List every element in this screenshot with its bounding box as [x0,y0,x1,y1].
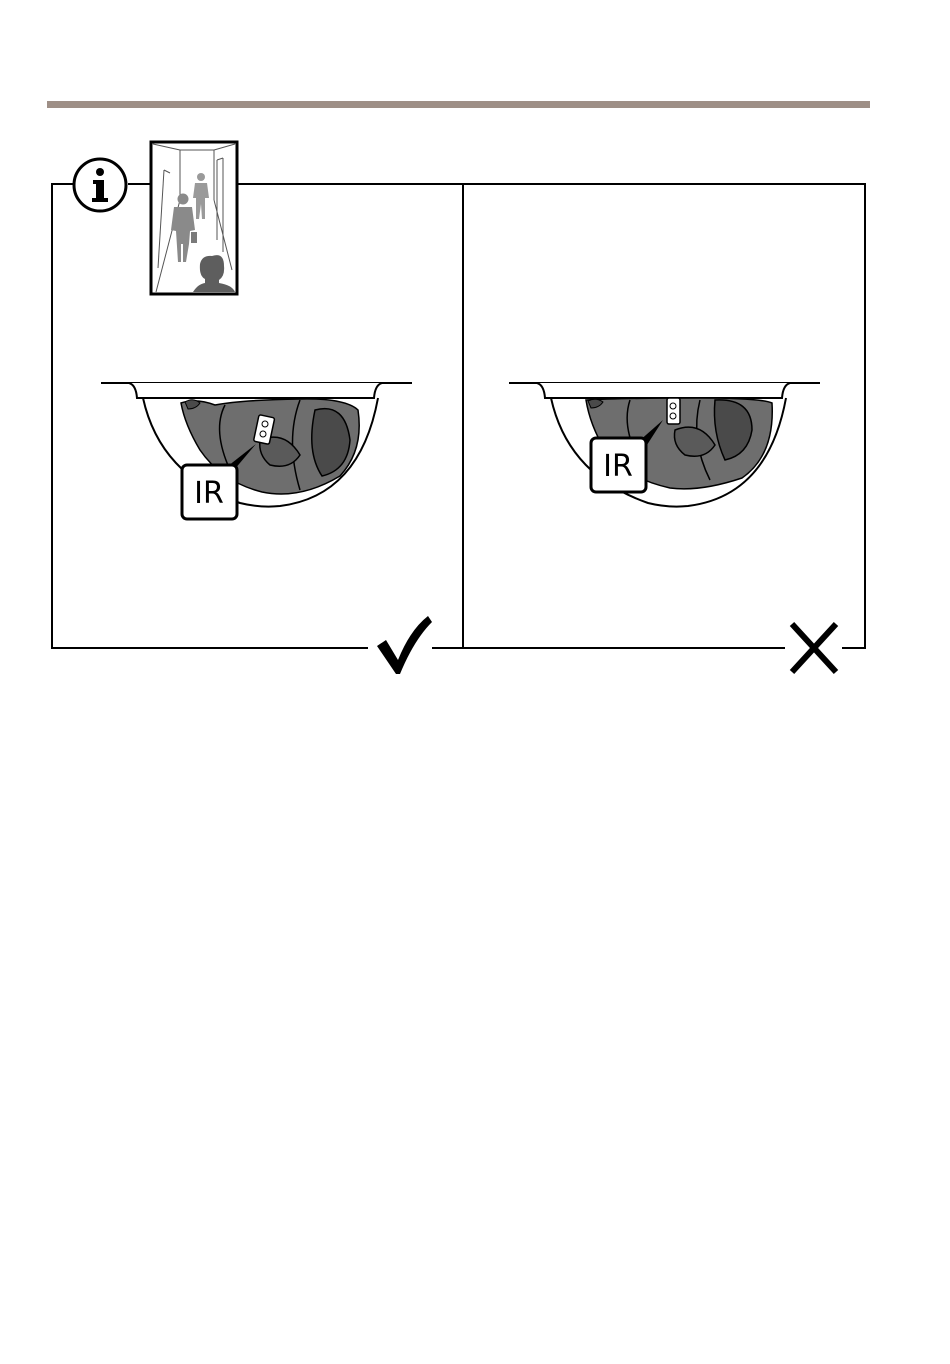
ir-orientation-figure: IR IR [0,0,950,720]
checkmark-icon [377,616,432,674]
info-icon [74,159,126,211]
camera-incorrect [509,383,820,507]
corridor-view-thumbnail [151,142,237,294]
ir-badge-label: IR [194,476,224,511]
ir-badge-label: IR [603,449,633,484]
camera-correct [101,383,412,507]
cross-icon [792,624,836,672]
